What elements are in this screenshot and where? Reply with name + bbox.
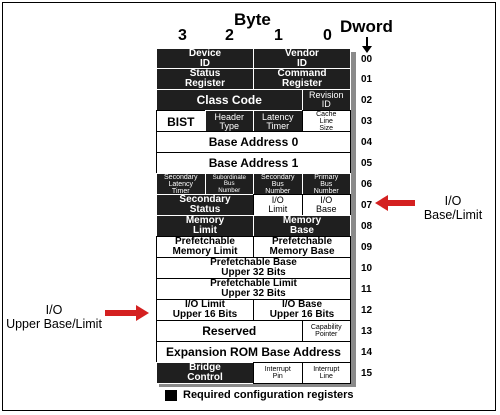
register-cell: Secondary Bus Number bbox=[253, 173, 303, 196]
register-cell: Secondary Latency Timer bbox=[156, 173, 206, 196]
register-cell: Class Code bbox=[156, 89, 303, 111]
register-cell: Subordinate Bus Number bbox=[204, 173, 254, 196]
register-cell: Prefetchable Memory Base bbox=[253, 236, 351, 258]
byte-col-0: 0 bbox=[323, 27, 332, 44]
dword-offset-label: 06 bbox=[361, 179, 373, 190]
table-shadow-bottom bbox=[159, 383, 356, 387]
register-row-10: Prefetchable Base Upper 32 Bits bbox=[156, 257, 351, 279]
register-cell: Memory Limit bbox=[156, 215, 254, 237]
register-cell: BIST bbox=[156, 110, 206, 133]
byte-header: Byte bbox=[234, 10, 271, 29]
io-upper-base-limit-arrow-icon bbox=[105, 305, 149, 321]
register-cell: Secondary Status bbox=[156, 194, 254, 216]
io-base-limit-arrow-icon bbox=[375, 195, 415, 211]
dword-offset-label: 14 bbox=[361, 347, 373, 358]
register-cell: Base Address 1 bbox=[156, 152, 351, 174]
register-cell: Status Register bbox=[156, 68, 254, 90]
register-cell: Capability Pointer bbox=[301, 320, 351, 342]
callout-io-upper-line1: I/O bbox=[45, 303, 63, 317]
legend-swatch bbox=[165, 390, 177, 401]
dword-offset-label: 13 bbox=[361, 326, 373, 337]
register-cell: Memory Base bbox=[253, 215, 351, 237]
dword-offset-label: 12 bbox=[361, 305, 373, 316]
dword-offset-label: 09 bbox=[361, 242, 373, 253]
dword-offset-label: 02 bbox=[361, 95, 373, 106]
dword-offset-label: 00 bbox=[361, 54, 373, 65]
legend-label: Required configuration registers bbox=[183, 389, 354, 401]
dword-offset-label: 10 bbox=[361, 263, 373, 274]
dword-offset-label: 04 bbox=[361, 137, 373, 148]
dword-offset-label: 11 bbox=[361, 284, 372, 295]
register-cell: Prefetchable Limit Upper 32 Bits bbox=[156, 278, 351, 300]
register-cell: Expansion ROM Base Address bbox=[156, 341, 351, 363]
register-cell: Revision ID bbox=[301, 89, 351, 111]
register-row-11: Prefetchable Limit Upper 32 Bits bbox=[156, 278, 351, 300]
byte-col-1: 1 bbox=[274, 27, 283, 44]
callout-io-base-limit-line1: I/O bbox=[444, 194, 462, 208]
register-cell: I/O Base bbox=[301, 194, 351, 216]
dword-header: Dword bbox=[340, 17, 393, 36]
register-row-14: Expansion ROM Base Address bbox=[156, 341, 351, 363]
callout-io-base-limit: I/O Base/Limit bbox=[418, 194, 488, 223]
dword-arrow-icon bbox=[362, 37, 372, 53]
register-cell: I/O Limit bbox=[253, 194, 303, 216]
byte-col-2: 2 bbox=[225, 27, 234, 44]
register-cell: Interrupt Line bbox=[301, 362, 351, 384]
register-cell: Latency Timer bbox=[253, 110, 303, 133]
register-cell: Base Address 0 bbox=[156, 131, 351, 153]
dword-offset-label: 01 bbox=[361, 74, 373, 85]
byte-col-3: 3 bbox=[178, 27, 187, 44]
dword-offset-label: 05 bbox=[361, 158, 373, 169]
dword-offset-label: 08 bbox=[361, 221, 373, 232]
callout-io-base-limit-line2: Base/Limit bbox=[423, 208, 483, 223]
register-cell: Device ID bbox=[156, 48, 254, 70]
register-row-05: Base Address 1 bbox=[156, 152, 351, 174]
register-cell: I/O Base Upper 16 Bits bbox=[253, 299, 351, 321]
register-cell: Prefetchable Base Upper 32 Bits bbox=[156, 257, 351, 279]
dword-offset-label: 03 bbox=[361, 116, 373, 127]
register-row-04: Base Address 0 bbox=[156, 131, 351, 153]
register-cell: Interrupt Pin bbox=[253, 362, 303, 384]
register-cell: Bridge Control bbox=[156, 362, 254, 384]
register-cell: Primary Bus Number bbox=[301, 173, 351, 196]
register-cell: Header Type bbox=[204, 110, 254, 133]
register-cell: Prefetchable Memory Limit bbox=[156, 236, 254, 258]
register-cell: Reserved bbox=[156, 320, 303, 342]
register-cell: I/O Limit Upper 16 Bits bbox=[156, 299, 254, 321]
callout-io-upper-base-limit: I/O Upper Base/Limit bbox=[4, 303, 104, 332]
table-shadow-right bbox=[351, 52, 356, 383]
register-cell: Cache Line Size bbox=[301, 110, 351, 133]
dword-offset-label: 15 bbox=[361, 368, 373, 379]
register-cell: Vendor ID bbox=[253, 48, 351, 70]
dword-offset-label: 07 bbox=[361, 200, 373, 211]
figure-frame bbox=[2, 2, 496, 411]
register-cell: Command Register bbox=[253, 68, 351, 90]
callout-io-upper-line2: Upper Base/Limit bbox=[6, 317, 102, 332]
